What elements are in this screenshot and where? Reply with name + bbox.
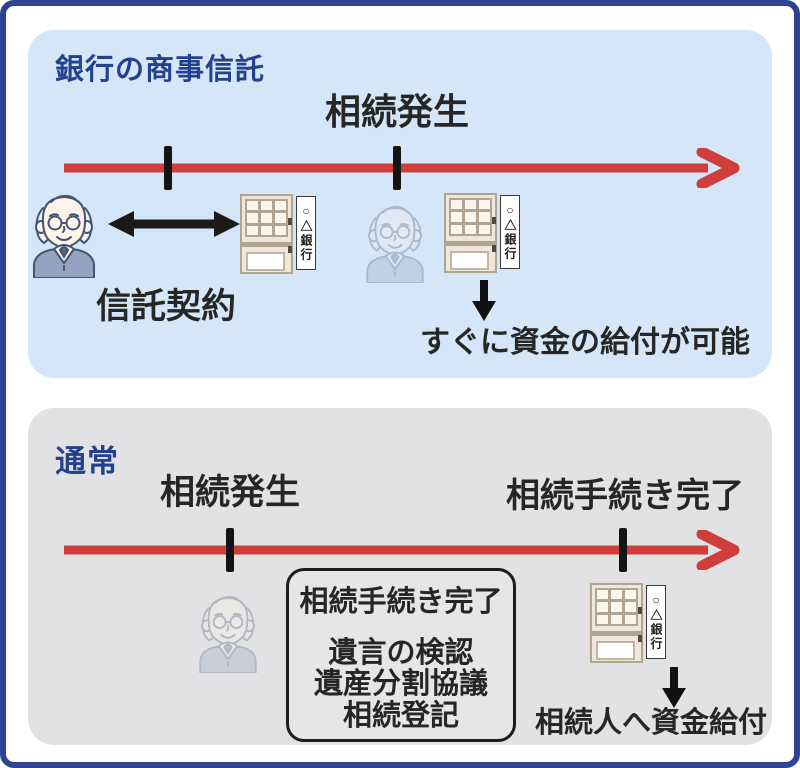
procedure-box: 相続手続き完了 遺言の検認 遺産分割協議 相続登記 — [286, 568, 516, 742]
trust-panel-title: 銀行の商事信託 — [55, 54, 266, 86]
trust-timeline-arrow — [64, 148, 740, 188]
bank-sign: ○△銀行 — [296, 196, 316, 270]
procedure-item: 遺産分割協議 — [313, 668, 488, 701]
bank-icon: ○△銀行 — [444, 193, 520, 273]
normal-panel: 通常 相続発生 相続手続き完了 相続手続き完了 遺言の検認 遺産分割協議 相続登… — [28, 408, 772, 745]
bank-sign: ○△銀行 — [646, 585, 666, 659]
bank-windows — [595, 588, 638, 626]
down-arrow-icon — [472, 280, 496, 321]
normal-timeline-arrow — [64, 530, 740, 570]
bank-sign: ○△銀行 — [500, 195, 520, 269]
trust-timeline-tick-contract — [164, 146, 172, 190]
bank-door — [450, 251, 489, 270]
procedure-item: 遺言の検認 — [328, 637, 474, 669]
normal-completion-label: 相続手続き完了 — [506, 477, 744, 515]
normal-event-label: 相続発生 — [159, 473, 300, 512]
normal-result-label: 相続人へ資金給付 — [534, 707, 767, 739]
trust-panel: 銀行の商事信託 相続発生 ○△銀 — [28, 30, 772, 378]
down-arrow-icon — [662, 667, 686, 708]
normal-timeline-tick-complete — [619, 528, 627, 572]
bank-icon: ○△銀行 — [240, 194, 316, 274]
bank-windows — [245, 199, 288, 237]
elderly-man-deceased-icon — [191, 584, 265, 673]
bank-door — [596, 641, 635, 660]
trust-contract-label: 信託契約 — [95, 287, 236, 326]
bank-icon: ○△銀行 — [590, 583, 666, 663]
double-arrow-icon — [108, 211, 240, 237]
normal-timeline-tick-event — [226, 528, 234, 572]
normal-panel-title: 通常 — [55, 444, 119, 479]
bank-door — [246, 252, 285, 271]
procedure-box-title: 相続手続き完了 — [299, 586, 503, 618]
trust-result-label: すぐに資金の給付が可能 — [420, 326, 750, 359]
elderly-man-icon — [24, 182, 104, 278]
trust-timeline-tick-event — [393, 146, 401, 190]
bank-building — [444, 193, 497, 273]
trust-event-label: 相続発生 — [324, 91, 469, 132]
elderly-man-deceased-icon — [358, 194, 432, 283]
bank-building — [590, 583, 643, 663]
bank-building — [240, 194, 293, 274]
procedure-item: 相続登記 — [342, 699, 459, 732]
bank-windows — [449, 198, 492, 236]
